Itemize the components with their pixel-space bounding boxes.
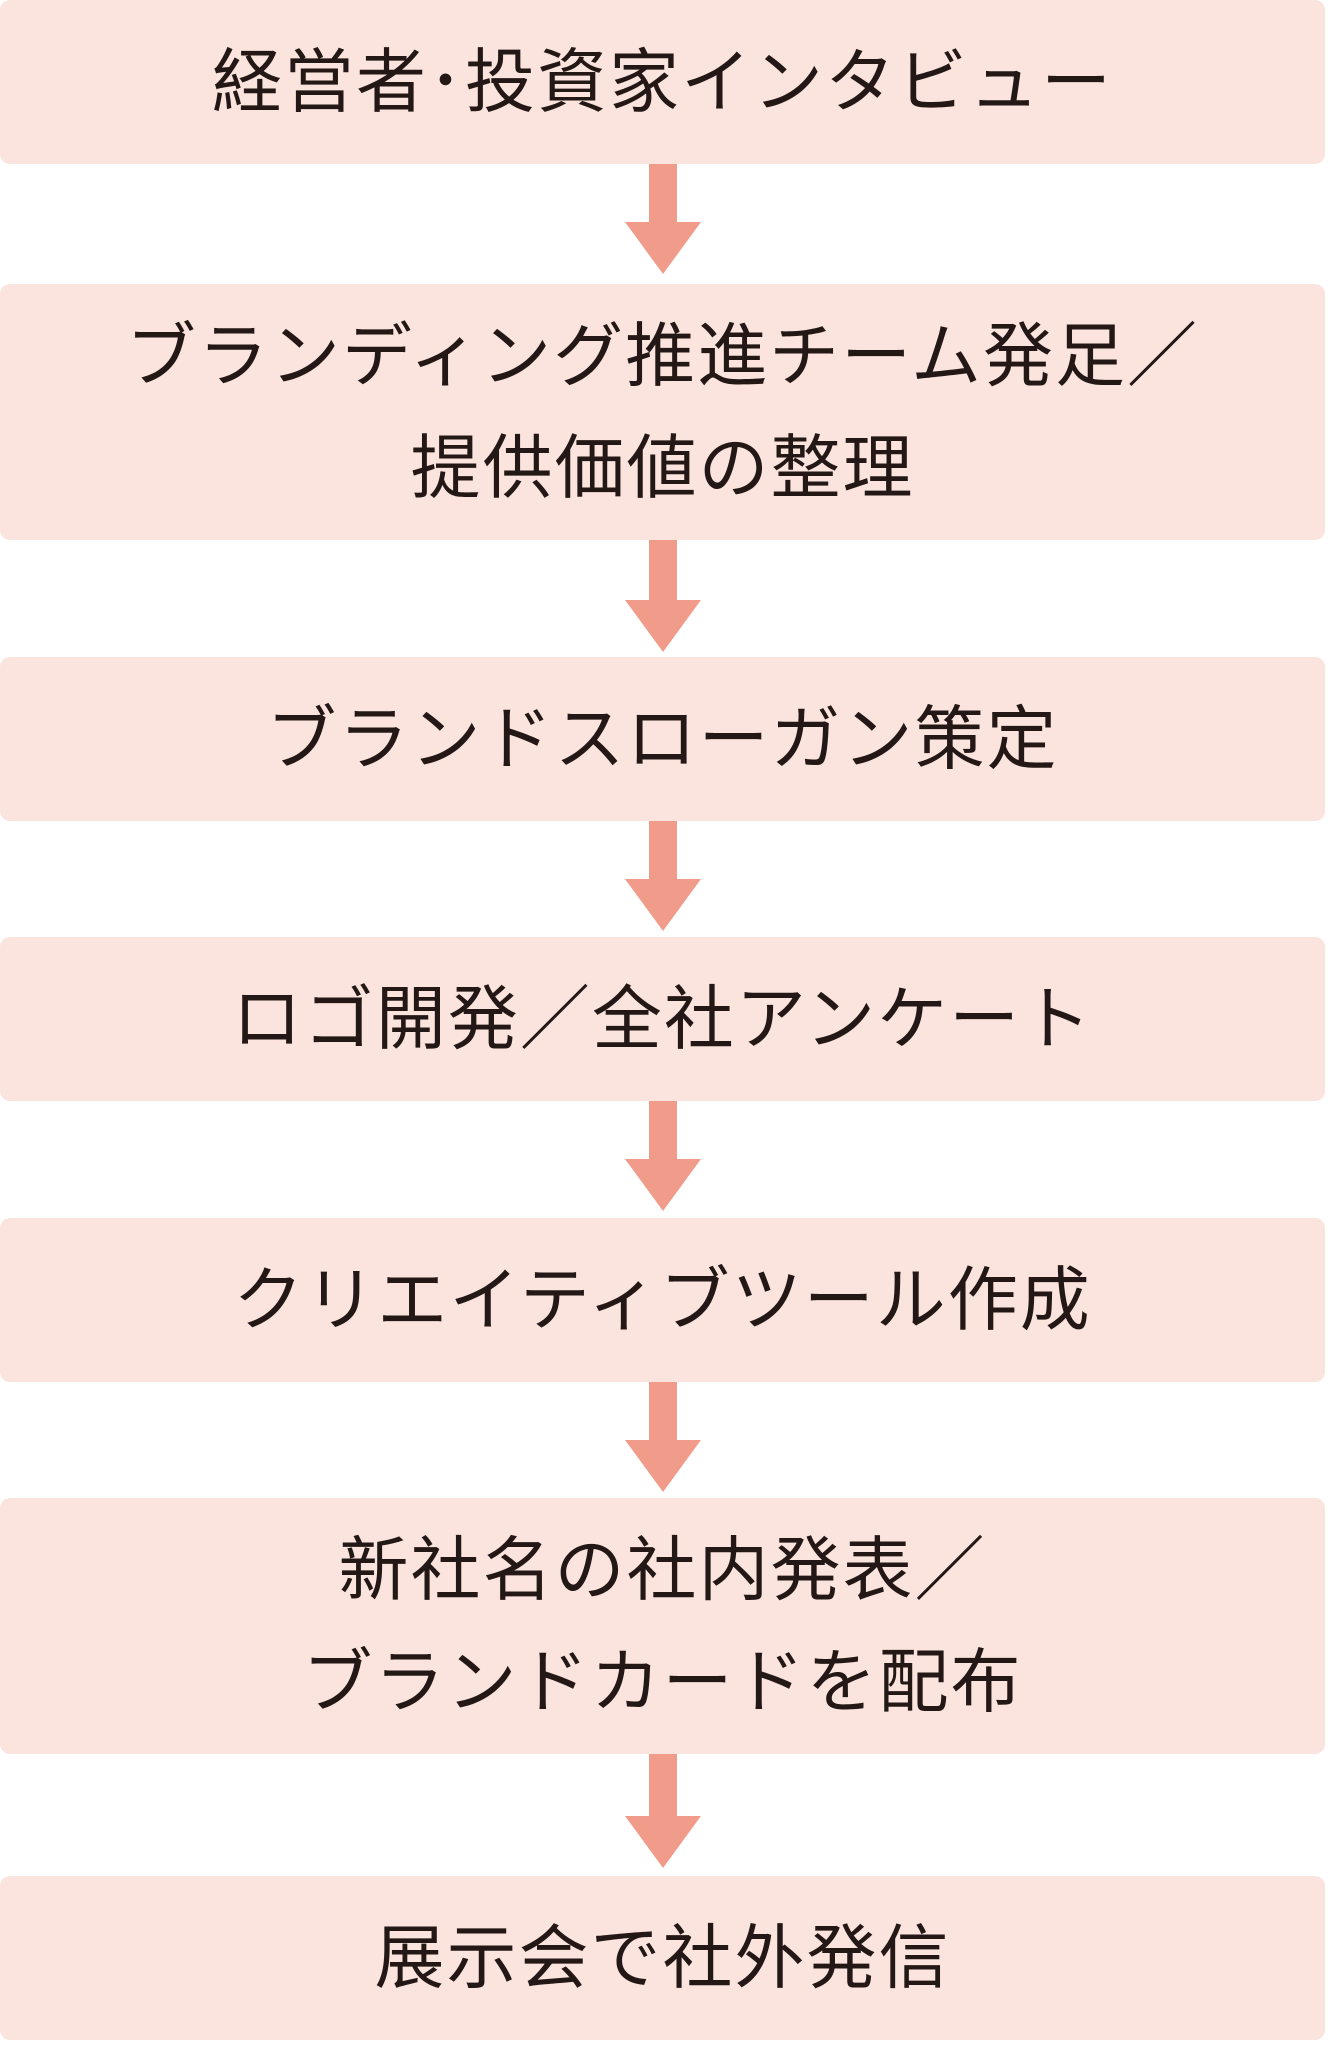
arrow-down-icon [623, 1101, 703, 1218]
arrow-down-icon-shape [625, 540, 701, 652]
step-internal-announcement-brand-card: 新社名の社内発表／ ブランドカードを配布 [0, 1498, 1325, 1754]
arrow-down-icon-shape [625, 821, 701, 931]
arrow-down-icon-shape [625, 164, 701, 274]
step-label: ブランドスローガン策定 [266, 698, 1059, 780]
arrow-down-icon [623, 540, 703, 657]
arrow-down-icon [623, 164, 703, 284]
step-creative-tools: クリエイティブツール作成 [0, 1218, 1325, 1382]
step-label: ブランディング推進チーム発足／ 提供価値の整理 [126, 315, 1199, 509]
step-branding-team-value-organization: ブランディング推進チーム発足／ 提供価値の整理 [0, 284, 1325, 540]
arrow-down-icon [623, 821, 703, 937]
step-label: クリエイティブツール作成 [233, 1259, 1092, 1341]
step-label: 展示会で社外発信 [374, 1917, 951, 1999]
arrow-down-icon-shape [625, 1754, 701, 1868]
step-external-exhibition: 展示会で社外発信 [0, 1876, 1325, 2040]
step-label: 経営者･投資家インタビュー [212, 41, 1113, 123]
arrow-down-icon-shape [625, 1101, 701, 1211]
arrow-down-icon [623, 1754, 703, 1876]
step-label: 新社名の社内発表／ ブランドカードを配布 [302, 1529, 1023, 1723]
step-executive-investor-interview: 経営者･投資家インタビュー [0, 0, 1325, 164]
arrow-down-icon [623, 1382, 703, 1498]
step-logo-survey: ロゴ開発／全社アンケート [0, 937, 1325, 1101]
arrow-down-icon-shape [625, 1382, 701, 1492]
step-label: ロゴ開発／全社アンケート [231, 978, 1094, 1060]
step-brand-slogan: ブランドスローガン策定 [0, 657, 1325, 821]
